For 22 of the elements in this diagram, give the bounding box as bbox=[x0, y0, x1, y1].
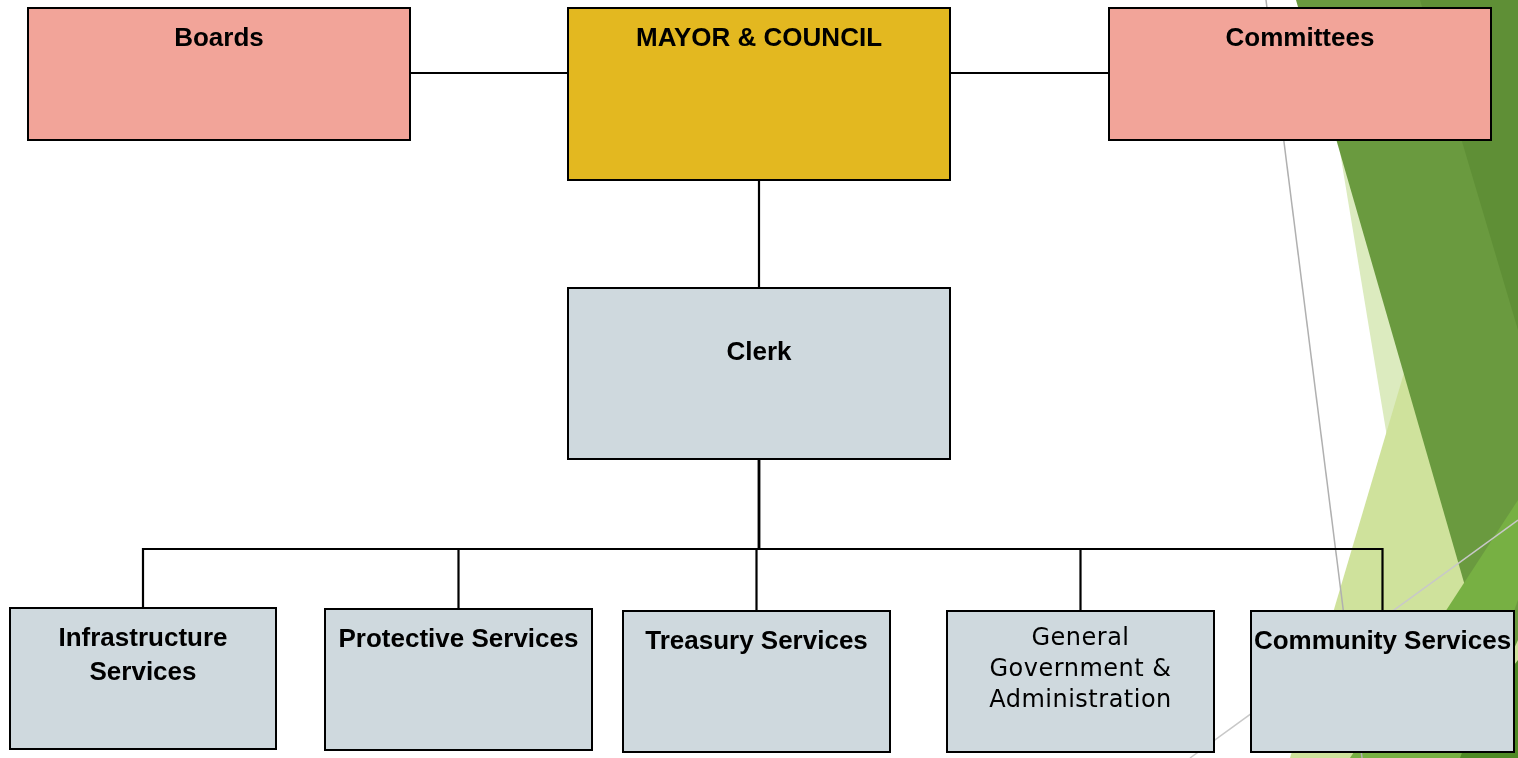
connector-line bbox=[757, 181, 761, 287]
box-label: Boards bbox=[174, 21, 264, 54]
box-label: Community Services bbox=[1253, 624, 1512, 657]
connector-line bbox=[951, 71, 1108, 75]
clerk-box bbox=[567, 287, 951, 460]
department-box bbox=[1250, 610, 1515, 753]
connector-line bbox=[411, 71, 567, 75]
department-box bbox=[9, 607, 277, 750]
box-label: General Government & Administration bbox=[988, 622, 1173, 716]
department-box bbox=[946, 610, 1215, 753]
department-box bbox=[324, 608, 593, 751]
box-label: Treasury Services bbox=[645, 624, 868, 657]
board-box bbox=[27, 7, 411, 141]
box-label: Clerk bbox=[726, 335, 792, 368]
committee-box bbox=[1108, 7, 1492, 141]
box-label: MAYOR & COUNCIL bbox=[635, 21, 883, 54]
council-box bbox=[567, 7, 951, 181]
connector-line bbox=[757, 460, 1384, 610]
box-label: Committees bbox=[1225, 21, 1375, 54]
box-label: Infrastructure Services bbox=[57, 621, 229, 688]
department-box bbox=[622, 610, 891, 753]
box-label: Protective Services bbox=[338, 622, 579, 655]
